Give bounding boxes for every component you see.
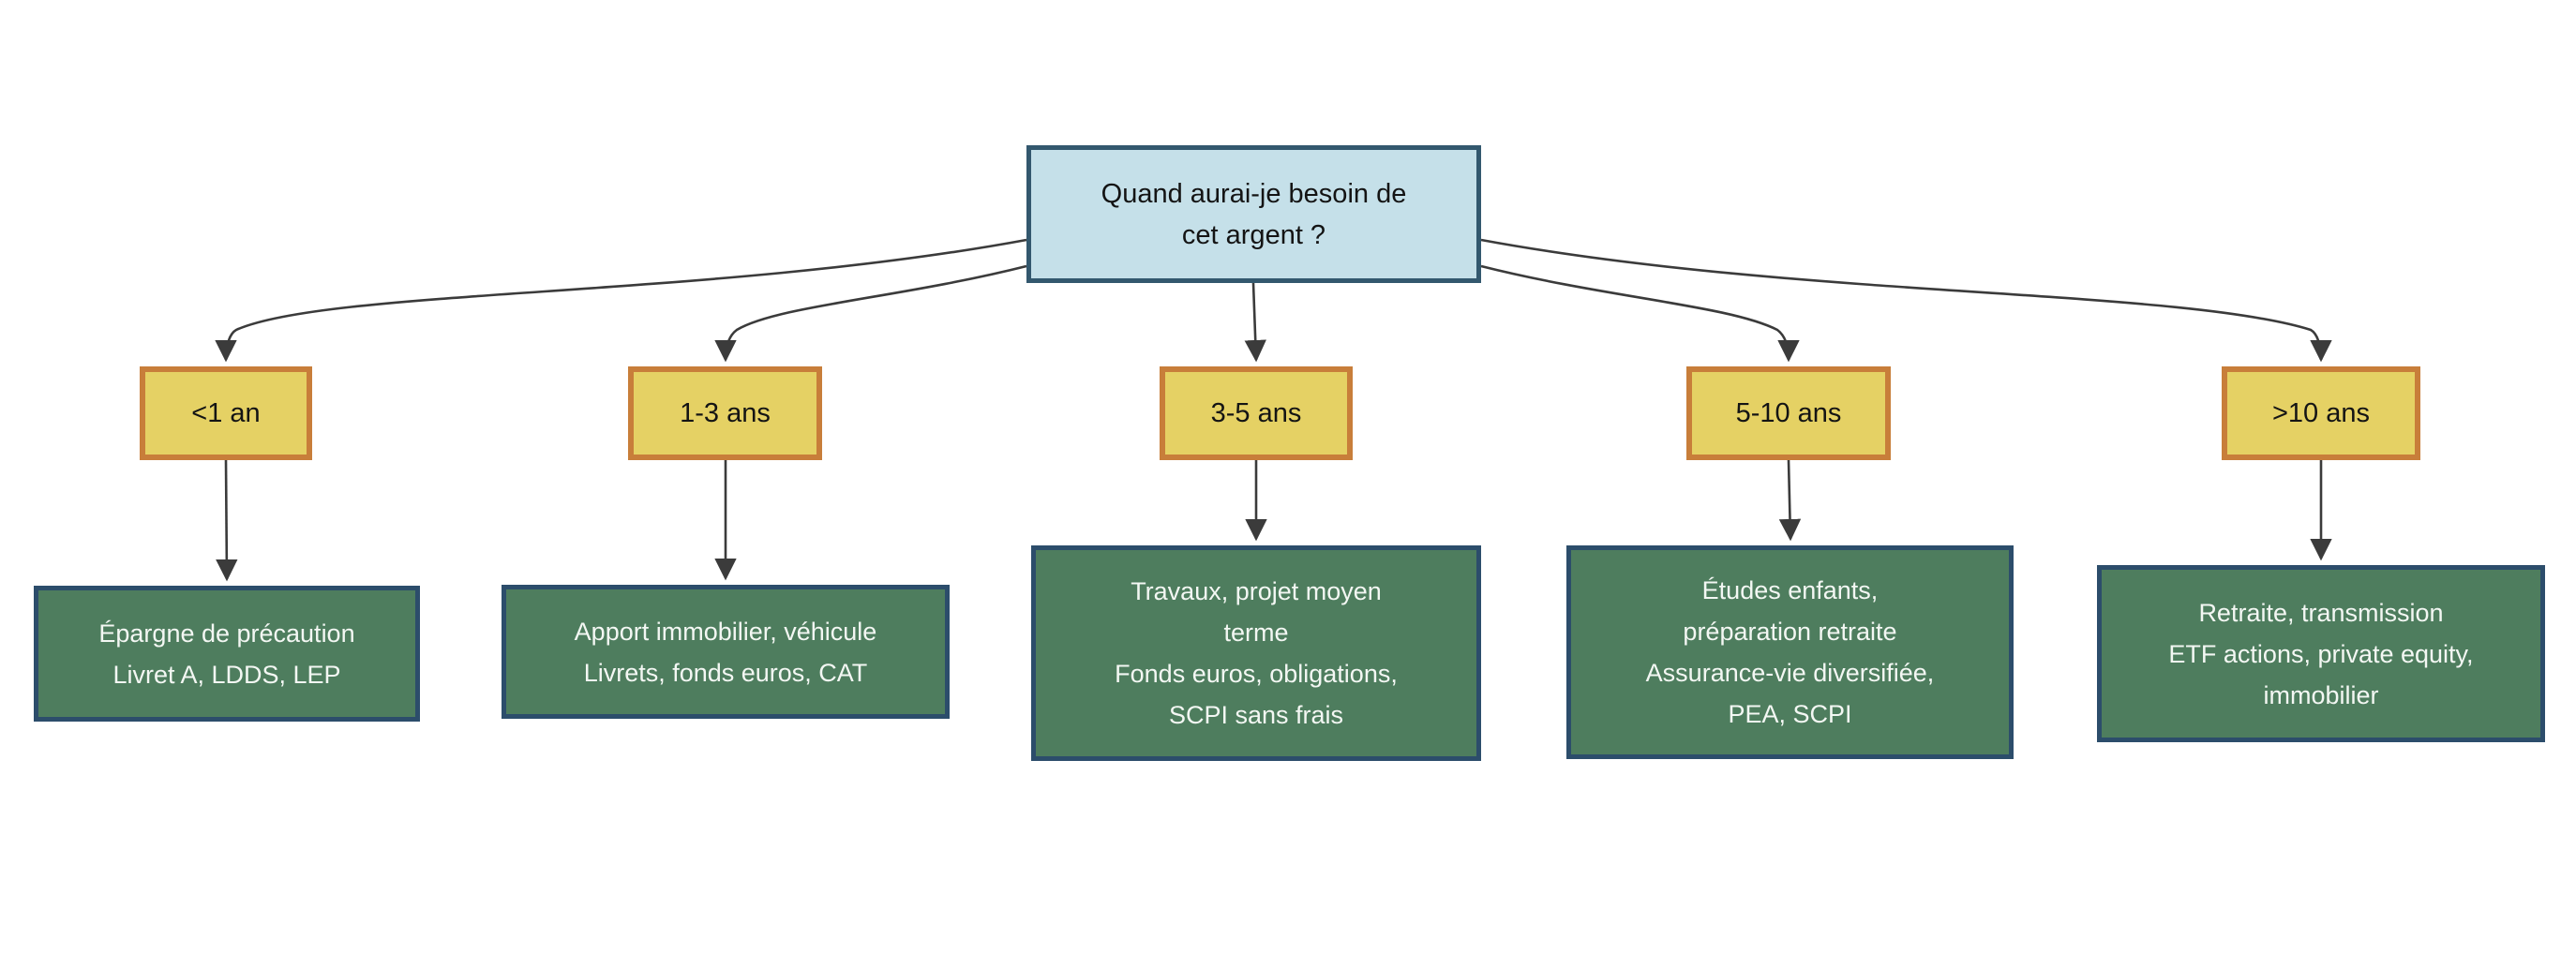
edge-root-to-horizon-4 bbox=[1480, 264, 1800, 363]
detail-node-precaution-savings: Épargne de précaution Livret A, LDDS, LE… bbox=[34, 586, 420, 722]
root-question-node: Quand aurai-je besoin de cet argent ? bbox=[1026, 145, 1481, 283]
horizon-node-over-10-years: >10 ans bbox=[2222, 366, 2420, 460]
edge-root-to-horizon-2 bbox=[714, 264, 1027, 363]
horizon-node-under-1-year: <1 an bbox=[140, 366, 312, 460]
horizon-node-5-10-years: 5-10 ans bbox=[1686, 366, 1891, 460]
detail-node-property-down-payment: Apport immobilier, véhicule Livrets, fon… bbox=[502, 585, 950, 719]
edge-root-to-horizon-1 bbox=[215, 238, 1027, 363]
edge-horizon-4-to-detail-4 bbox=[1778, 459, 1802, 542]
horizon-node-3-5-years: 3-5 ans bbox=[1160, 366, 1353, 460]
edge-root-to-horizon-3 bbox=[1244, 282, 1266, 363]
detail-node-retirement-transmission: Retraite, transmission ETF actions, priv… bbox=[2097, 565, 2545, 742]
horizon-node-1-3-years: 1-3 ans bbox=[628, 366, 822, 460]
detail-node-medium-term-project: Travaux, projet moyen terme Fonds euros,… bbox=[1031, 545, 1481, 761]
edge-root-to-horizon-5 bbox=[1480, 238, 2332, 363]
edge-horizon-1-to-detail-1 bbox=[216, 459, 238, 582]
detail-node-children-retirement-prep: Études enfants, préparation retraite Ass… bbox=[1566, 545, 2014, 759]
